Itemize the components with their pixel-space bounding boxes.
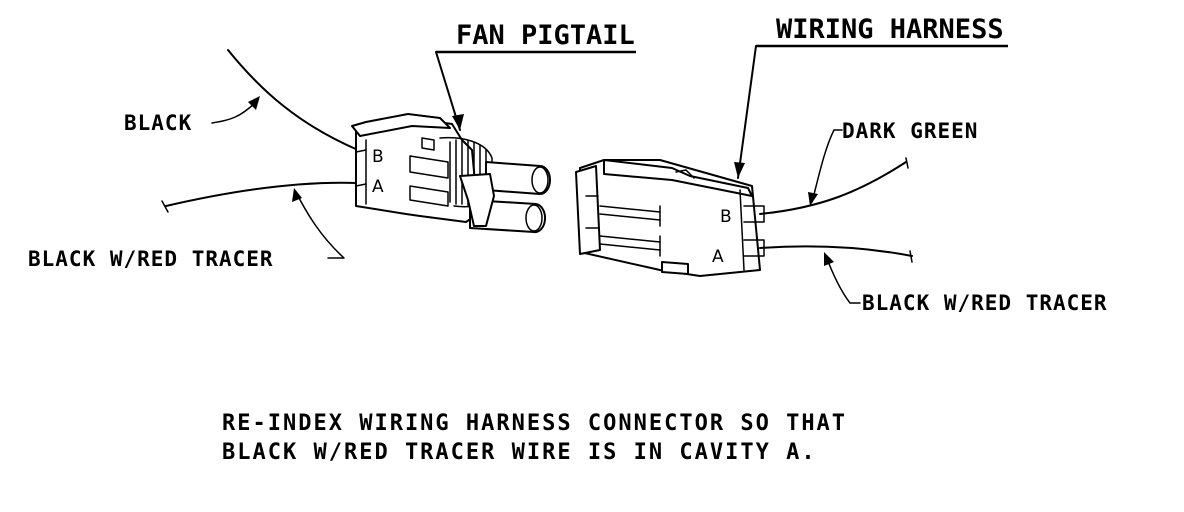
instruction-line-1: RE-INDEX WIRING HARNESS CONNECTOR SO THA… xyxy=(222,411,848,436)
wiring-harness-connector xyxy=(575,157,913,277)
black-red-tracer-left-label: BLACK W/RED TRACER xyxy=(28,247,274,271)
right-cavity-a: A xyxy=(712,247,724,267)
black-red-tracer-right-label: BLACK W/RED TRACER xyxy=(862,291,1108,315)
black-red-tracer-wire-right xyxy=(759,245,913,257)
black-red-tracer-wire-left xyxy=(165,181,359,207)
left-cavity-a: A xyxy=(372,177,384,197)
dark-green-wire xyxy=(759,161,907,215)
fan-pigtail-title: FAN PIGTAIL xyxy=(456,20,635,51)
left-cavity-b: B xyxy=(372,147,384,167)
wiring-harness-title: WIRING HARNESS xyxy=(776,14,1004,45)
instruction-note: RE-INDEX WIRING HARNESS CONNECTOR SO THA… xyxy=(222,409,847,467)
instruction-line-2: BLACK W/RED TRACER WIRE IS IN CAVITY A. xyxy=(222,440,817,465)
fan-pigtail-connector xyxy=(161,49,551,234)
black-wire xyxy=(227,49,359,151)
wiring-harness-leader xyxy=(737,45,757,179)
right-cavity-b: B xyxy=(720,207,732,227)
black-label: BLACK xyxy=(124,111,192,135)
dark-green-label: DARK GREEN xyxy=(842,119,978,143)
